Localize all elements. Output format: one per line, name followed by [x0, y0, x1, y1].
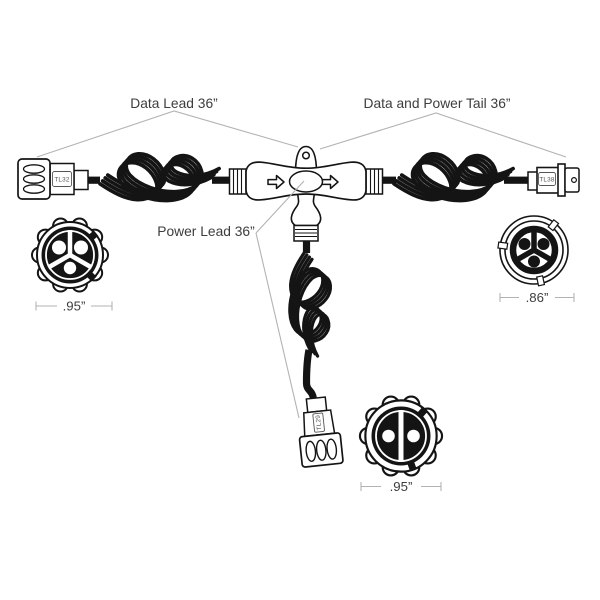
- left-face-dimension-text: .95”: [63, 299, 86, 314]
- data-lead-label: Data Lead 36”: [130, 96, 218, 111]
- right-face-dimension-text: .86”: [526, 290, 549, 305]
- t-connector-body: [228, 145, 384, 242]
- left-connector-code: TL32: [54, 177, 70, 184]
- thread-left: [228, 168, 247, 195]
- power-branch-collar: [293, 224, 319, 242]
- flow-arrow-right-icon: [321, 174, 339, 190]
- power-branch-bell: [290, 192, 322, 227]
- flow-arrow-left-icon: [267, 174, 285, 190]
- bottom-connector-face: [358, 395, 444, 477]
- bottom-connector-code: TL29: [315, 414, 324, 430]
- data-power-tail-label: Data and Power Tail 36”: [364, 96, 511, 111]
- bottom-face-dimension-text: .95”: [390, 479, 413, 494]
- right-face-dimension: .86”: [499, 290, 575, 305]
- mounting-hole: [301, 151, 311, 160]
- leader-lines: [36, 110, 567, 419]
- bottom-face-dimension: .95”: [360, 479, 442, 494]
- thread-right: [365, 168, 384, 195]
- data-lead-coil: [100, 154, 219, 201]
- right-connector: TL38: [527, 163, 580, 197]
- left-connector-face: [31, 217, 109, 293]
- t-body-label-oval: [288, 170, 324, 193]
- tail-coil: [394, 154, 513, 201]
- right-connector-code: TL38: [539, 177, 555, 184]
- power-lead-leader-top: [255, 180, 305, 234]
- bottom-connector: TL29: [298, 396, 344, 468]
- cable-segments: [85, 176, 530, 400]
- left-connector: TL32: [17, 158, 89, 200]
- left-face-dimension: .95”: [35, 299, 113, 314]
- tail-leader: [319, 112, 567, 158]
- data-lead-leader: [36, 110, 299, 158]
- power-lead-leader-bottom: [255, 232, 300, 419]
- power-lead-coil: [290, 253, 331, 357]
- power-lead-label: Power Lead 36”: [157, 224, 255, 239]
- right-connector-face: [497, 215, 569, 287]
- mounting-tab: [294, 145, 318, 174]
